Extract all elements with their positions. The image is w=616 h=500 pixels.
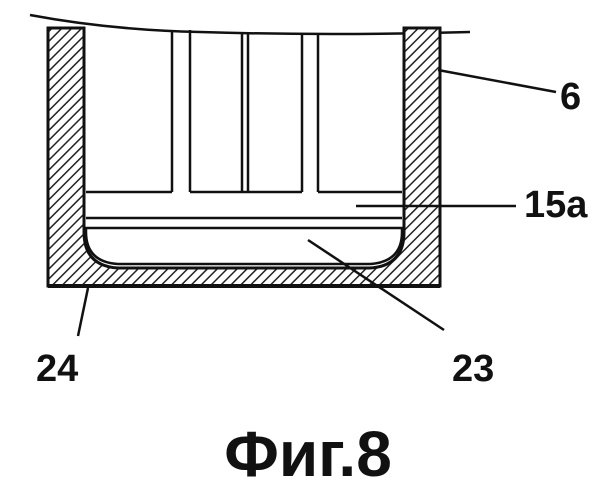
insert-structure [86, 30, 402, 218]
label-15a: 15a [524, 186, 587, 224]
label-23: 23 [452, 350, 494, 388]
label-6: 6 [560, 78, 581, 116]
leader-line-24 [78, 288, 88, 336]
label-24: 24 [36, 350, 78, 388]
bottom-layer [86, 228, 402, 264]
leader-line-6 [438, 70, 556, 92]
figure-caption: Фиг.8 [0, 422, 616, 486]
